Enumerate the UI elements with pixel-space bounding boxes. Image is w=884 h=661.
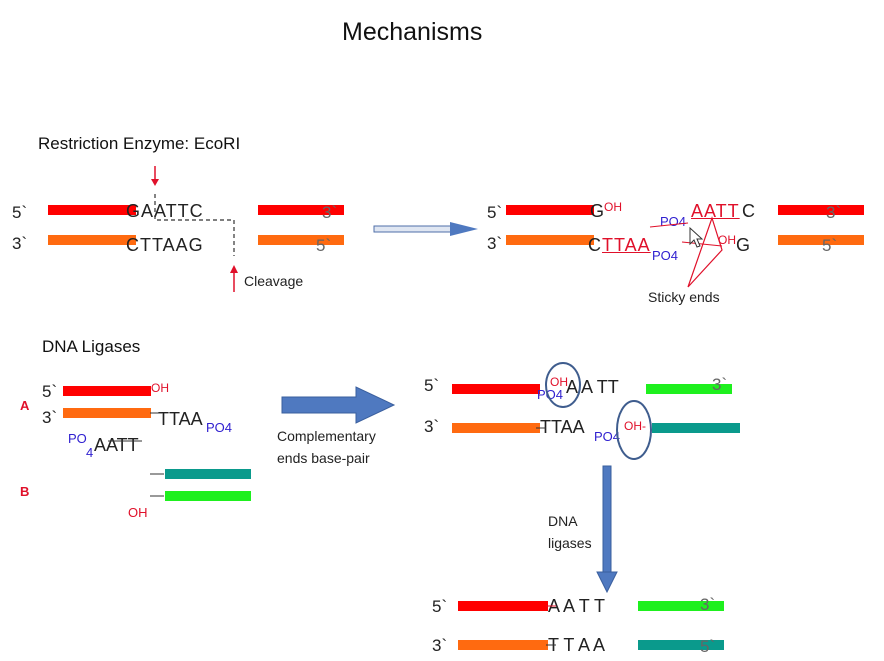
pair-bottom-po4: PO4 — [594, 429, 621, 444]
right-bottom-orange-strand-right — [778, 235, 864, 245]
right-top-po4: PO4 — [660, 214, 687, 229]
ligases-caption-1: DNA — [548, 513, 578, 529]
a-bottom-orange-strand — [63, 408, 151, 418]
left-bottom-5-label: 5` — [316, 236, 332, 255]
left-top-3-label: 3` — [322, 203, 338, 222]
restriction-arrow-head — [450, 222, 478, 236]
cleavage-dashed-line — [154, 194, 235, 256]
a-bottom-3-label: 3` — [42, 408, 58, 427]
final-bottom-teal-strand — [638, 640, 724, 650]
b-bottom-green-strand — [165, 491, 251, 501]
complementary-caption-2: ends base-pair — [277, 450, 370, 466]
final-aatt: A A T T — [548, 596, 606, 616]
b-top-teal-strand — [165, 469, 251, 479]
sticky-line-oh — [681, 241, 723, 247]
right-top-5-label: 5` — [487, 203, 503, 222]
right-bottom-5-label: 5` — [822, 236, 838, 255]
pair-bottom-3-label: 3` — [424, 417, 440, 436]
pair-bottom-teal-strand — [652, 423, 740, 433]
label-a: A — [20, 398, 30, 413]
right-top-c: C — [742, 201, 756, 221]
right-top-3-label: 3` — [826, 203, 842, 222]
final-top-5-label: 5` — [432, 597, 448, 616]
final-top-3-label: 3` — [700, 595, 716, 614]
right-bottom-3-label: 3` — [487, 234, 503, 253]
final-bottom-5-label: 5` — [700, 637, 716, 656]
complementary-arrow — [281, 386, 396, 424]
ligases-caption-2: ligases — [548, 535, 592, 551]
left-bottom-sequence: CTTAAG — [126, 235, 204, 255]
left-top-sequence: GAATTC — [126, 201, 204, 221]
right-bottom-orange-strand — [506, 235, 594, 245]
left-top-red-strand — [48, 205, 136, 215]
final-ttaa: T T A A — [548, 635, 606, 655]
right-top-oh: OH — [604, 200, 622, 214]
pair-top-circle — [545, 362, 581, 408]
cleavage-label: Cleavage — [244, 273, 304, 289]
pair-po4: PO4 — [537, 387, 564, 402]
pair-top-3-label: 3` — [712, 375, 728, 394]
ligase-heading: DNA Ligases — [42, 337, 141, 356]
pair-ttaa: TTAA — [540, 417, 585, 437]
right-top-red-strand — [506, 205, 594, 215]
a-bottom-po4: PO4 — [206, 420, 233, 435]
sticky-ends-pointer — [687, 216, 723, 288]
right-top-g: G — [590, 201, 606, 221]
final-top-red-strand — [458, 601, 548, 611]
final-bottom-3-label: 3` — [432, 636, 448, 655]
final-bottom-orange-strand — [458, 640, 548, 650]
right-bottom-ttaa: TTAA — [602, 235, 651, 255]
cleavage-bottom-arrowhead — [230, 265, 238, 273]
left-bottom-orange-strand — [48, 235, 136, 245]
pair-bottom-oh: OH- — [624, 419, 646, 433]
right-bottom-g: G — [736, 235, 752, 255]
mouse-cursor-icon — [689, 226, 704, 248]
left-top-red-strand-right — [258, 205, 344, 215]
right-top-red-strand-right — [778, 205, 864, 215]
pair-bottom-circle — [616, 400, 652, 460]
restriction-heading: Restriction Enzyme: EcoRI — [38, 134, 241, 153]
a-top-oh: OH — [151, 381, 169, 395]
right-bottom-po4: PO4 — [652, 248, 679, 263]
b-sub4: 4 — [86, 445, 94, 460]
pair-top-5-label: 5` — [424, 376, 440, 395]
cleavage-top-arrowhead — [151, 179, 159, 186]
right-top-aatt: AATT — [691, 201, 740, 221]
sticky-ends-label: Sticky ends — [648, 289, 720, 305]
left-top-5-label: 5` — [12, 203, 28, 222]
a-top-5-label: 5` — [42, 382, 58, 401]
b-oh: OH — [128, 505, 148, 520]
pair-oh: OH — [550, 375, 568, 389]
left-bottom-3-label: 3` — [12, 234, 28, 253]
a-top-red-strand — [63, 386, 151, 396]
ligases-arrow-head — [596, 571, 618, 594]
pair-top-red-strand — [452, 384, 540, 394]
final-top-green-strand — [638, 601, 724, 611]
complementary-caption-1: Complementary — [277, 428, 376, 444]
ligases-arrow-body — [602, 465, 612, 575]
right-bottom-c: C — [588, 235, 602, 255]
sticky-line-po4 — [649, 222, 689, 228]
pair-bottom-orange-strand — [452, 423, 540, 433]
right-bottom-oh: OH — [718, 233, 736, 247]
restriction-arrow-body — [373, 225, 453, 233]
a-bottom-ttaa: TTAA — [158, 409, 203, 429]
pair-top-green-strand — [646, 384, 732, 394]
label-b: B — [20, 484, 30, 499]
b-po: PO — [68, 431, 87, 446]
slide-title: Mechanisms — [342, 18, 483, 46]
left-bottom-orange-strand-right — [258, 235, 344, 245]
